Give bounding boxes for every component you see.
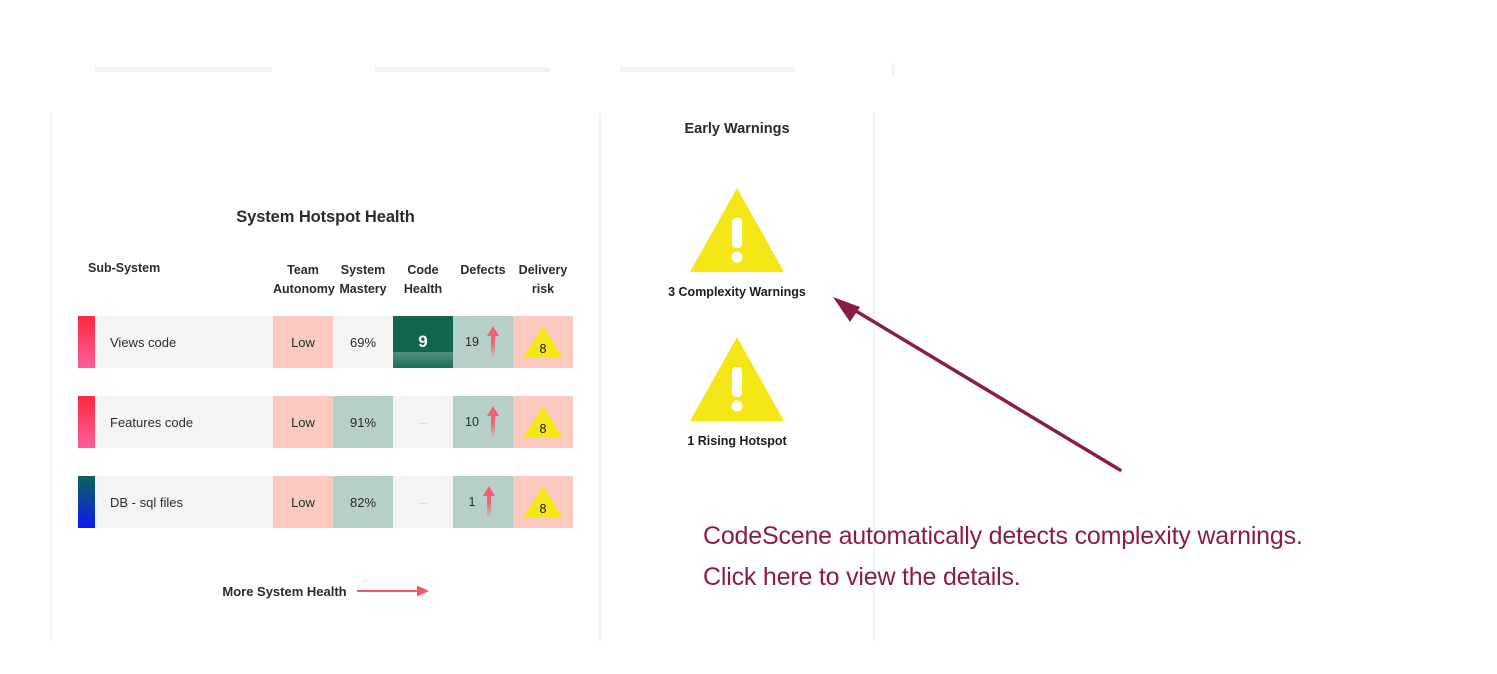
- code-health-value: –: [419, 494, 427, 510]
- cell-defects: 1: [453, 476, 513, 528]
- cell-team-autonomy: Low: [273, 396, 333, 448]
- cell-defects: 10: [453, 396, 513, 448]
- code-health-value: –: [419, 414, 427, 430]
- cell-delivery-risk: 8: [513, 476, 573, 528]
- row-subsystem-name: Features code: [95, 396, 273, 448]
- column-header-delivery-risk-line1: Delivery: [518, 263, 568, 277]
- early-warnings-panel: Early Warnings 3 Complexity Warnings 1 R…: [601, 113, 873, 641]
- column-header-team-autonomy-line2: Autonomy: [273, 282, 335, 296]
- code-health-value: 9: [418, 332, 428, 351]
- top-stub-bar-2: [375, 67, 550, 72]
- delivery-risk-value: 8: [539, 502, 547, 516]
- panel-divider-middle: [599, 113, 601, 641]
- early-warning-caption: 3 Complexity Warnings: [668, 285, 806, 299]
- more-system-health-link[interactable]: More System Health: [52, 583, 599, 599]
- defects-value: 10: [465, 415, 479, 429]
- table-header-row: Sub-System Team Autonomy System Mastery …: [52, 253, 599, 305]
- table-row[interactable]: DB - sql files Low 82% – 1: [78, 476, 599, 528]
- column-header-subsystem: Sub-System: [88, 261, 161, 275]
- early-warning-caption: 1 Rising Hotspot: [687, 434, 787, 448]
- callout-line-2: Click here to view the details.: [703, 563, 1021, 591]
- cell-system-mastery: 82%: [333, 476, 393, 528]
- table-row[interactable]: Views code Low 69% 9 19: [78, 316, 599, 368]
- row-color-strip: [78, 316, 95, 368]
- page-title: System Hotspot Health: [236, 208, 415, 226]
- cell-defects: 19: [453, 316, 513, 368]
- column-header-defects-line1: Defects: [460, 263, 506, 277]
- column-header-delivery-risk: Delivery risk: [513, 261, 573, 299]
- row-color-strip: [78, 476, 95, 528]
- top-stub-bar-4: [892, 63, 894, 75]
- early-warning-item[interactable]: 1 Rising Hotspot: [601, 334, 873, 448]
- delivery-risk-triangle-icon: 8: [522, 405, 564, 439]
- code-health-gradient-band: [393, 352, 453, 368]
- top-stub-bar-3: [620, 67, 794, 72]
- delivery-risk-value: 8: [539, 342, 547, 356]
- cell-system-mastery: 69%: [333, 316, 393, 368]
- system-hotspot-health-panel: System Hotspot Health Sub-System Team Au…: [52, 113, 599, 641]
- panel-divider-left: [50, 113, 52, 641]
- column-header-system-mastery-line1: System: [340, 263, 386, 277]
- rising-trend-arrow-icon: [483, 486, 496, 518]
- more-system-health-label: More System Health: [222, 583, 347, 599]
- cell-code-health: 9: [393, 316, 453, 368]
- column-header-code-health: Code Health: [393, 261, 453, 299]
- callout-line-1: CodeScene automatically detects complexi…: [703, 522, 1303, 550]
- defects-value: 19: [465, 335, 479, 349]
- delivery-risk-value: 8: [539, 422, 547, 436]
- column-header-code-health-line1: Code: [407, 263, 439, 277]
- rising-trend-arrow-icon: [486, 326, 499, 358]
- defects-value: 1: [468, 495, 476, 509]
- delivery-risk-triangle-icon: 8: [522, 485, 564, 519]
- early-warnings-title: Early Warnings: [684, 121, 790, 137]
- cell-team-autonomy: Low: [273, 476, 333, 528]
- column-header-team-autonomy: Team Autonomy: [273, 261, 335, 299]
- column-header-defects: Defects: [453, 261, 513, 280]
- row-subsystem-name: DB - sql files: [95, 476, 273, 528]
- delivery-risk-triangle-icon: 8: [522, 325, 564, 359]
- column-header-system-mastery-line2: Mastery: [339, 282, 387, 296]
- early-warning-item[interactable]: 3 Complexity Warnings: [601, 185, 873, 299]
- top-stub-bar-1: [95, 67, 272, 72]
- cell-delivery-risk: 8: [513, 396, 573, 448]
- rising-trend-arrow-icon: [486, 406, 499, 438]
- column-header-delivery-risk-line2: risk: [531, 282, 555, 296]
- warning-triangle-icon: [690, 188, 784, 272]
- column-header-system-mastery: System Mastery: [333, 261, 393, 299]
- table-row[interactable]: Features code Low 91% – 10: [78, 396, 599, 448]
- cell-code-health: –: [393, 396, 453, 448]
- cell-delivery-risk: 8: [513, 316, 573, 368]
- cell-team-autonomy: Low: [273, 316, 333, 368]
- warning-triangle-icon: [690, 337, 784, 421]
- cell-system-mastery: 91%: [333, 396, 393, 448]
- row-color-strip: [78, 396, 95, 448]
- column-header-code-health-line2: Health: [403, 282, 443, 296]
- cell-code-health: –: [393, 476, 453, 528]
- row-subsystem-name: Views code: [95, 316, 273, 368]
- callout-annotation-text: CodeScene automatically detects complexi…: [703, 516, 1483, 598]
- column-header-team-autonomy-line1: Team: [287, 263, 319, 277]
- arrow-right-icon: [356, 585, 429, 597]
